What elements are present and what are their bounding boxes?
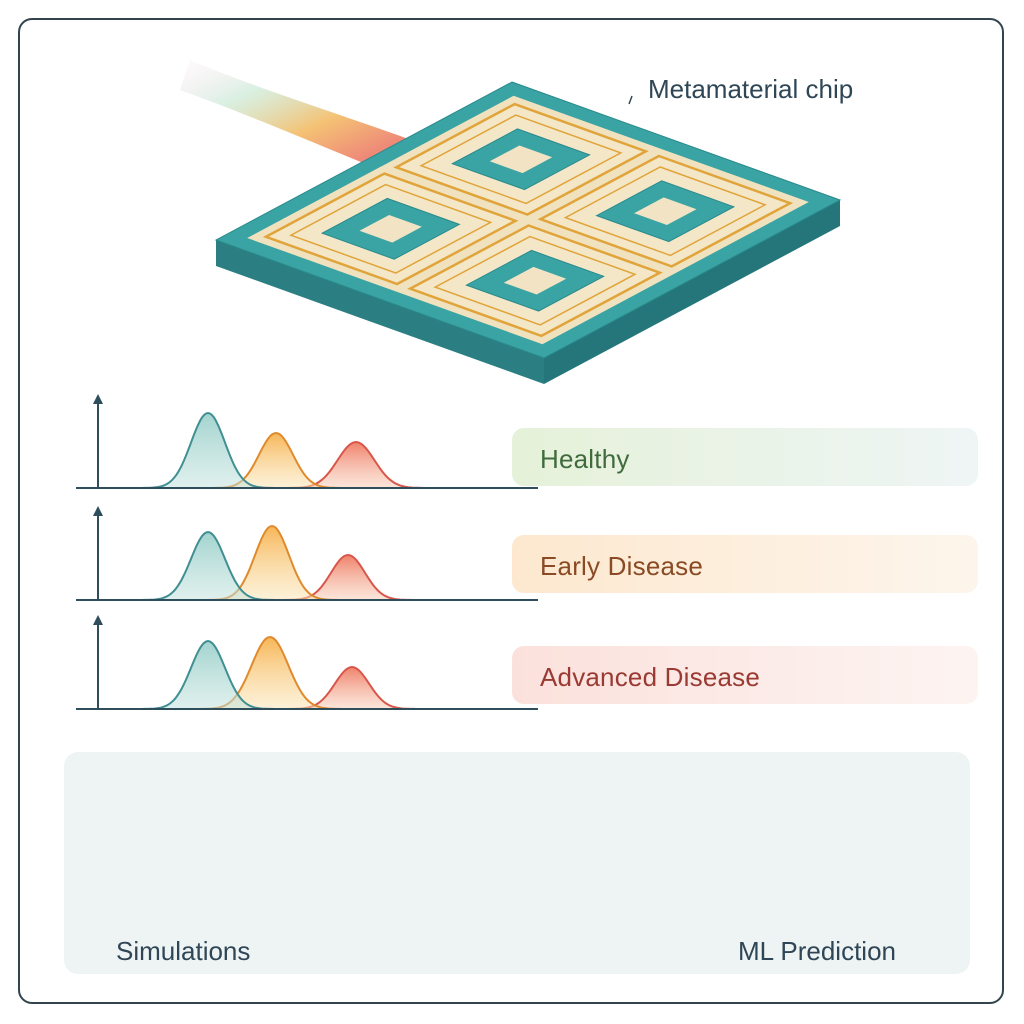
spectrum-2-peak-2-fill bbox=[112, 667, 440, 709]
spectrum-0-y-arrow bbox=[93, 394, 103, 404]
spectrum-2-y-arrow bbox=[93, 615, 103, 625]
chip-cell-2-resonator-hole bbox=[359, 215, 422, 243]
state-label-advanced-disease: Advanced Disease bbox=[540, 662, 760, 692]
chip-caption: Metamaterial chip bbox=[648, 74, 854, 104]
chip-substrate bbox=[247, 95, 809, 345]
spectrum-0-peak-2-fill bbox=[112, 442, 452, 488]
chip-cell-2-inner-ring bbox=[289, 183, 493, 274]
spectrum-plot-1 bbox=[76, 506, 538, 601]
chip-cell-3-inner-ring bbox=[433, 235, 637, 326]
chip-side-right bbox=[544, 200, 840, 384]
spectra-panel bbox=[76, 394, 538, 710]
chip-cell-0-inner-ring bbox=[419, 114, 623, 205]
caption-pointer bbox=[628, 95, 633, 105]
state-label-early-disease: Early Disease bbox=[540, 551, 703, 581]
spectrum-2-peak-1-fill bbox=[112, 637, 440, 709]
chip-cell-3-resonator-hole bbox=[503, 266, 567, 295]
chip-cell-1-inner-ring bbox=[563, 166, 767, 257]
spectrum-1-y-arrow bbox=[93, 506, 103, 516]
pipeline-panel bbox=[64, 752, 970, 974]
spectrum-0-peak-1-fill bbox=[112, 433, 452, 488]
spectrum-plot-2 bbox=[76, 615, 538, 710]
state-label-healthy: Healthy bbox=[540, 444, 630, 474]
spectrum-2-peak-0-fill bbox=[112, 641, 440, 709]
state-pill-healthy bbox=[512, 428, 978, 486]
spectrum-plot-0 bbox=[76, 394, 538, 489]
chip-cell-0-resonator-hole bbox=[489, 145, 553, 174]
ml-prediction-label: ML Prediction bbox=[738, 936, 896, 966]
spectrum-1-peak-2-fill bbox=[112, 555, 440, 600]
state-pill-advanced-disease bbox=[512, 646, 978, 704]
simulations-label: Simulations bbox=[116, 936, 251, 966]
spectrum-0-peak-0-fill bbox=[112, 413, 452, 488]
spectrum-1-peak-1-fill bbox=[112, 526, 440, 600]
chip-side-front bbox=[216, 240, 544, 384]
spectrum-1-peak-0-fill bbox=[112, 532, 440, 600]
metamaterial-chip-illustration bbox=[214, 81, 842, 384]
state-pill-early-disease bbox=[512, 535, 978, 593]
chip-cell-1-resonator-hole bbox=[634, 197, 697, 225]
